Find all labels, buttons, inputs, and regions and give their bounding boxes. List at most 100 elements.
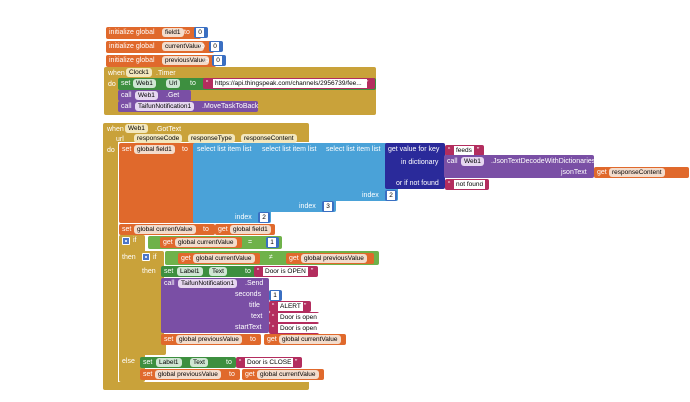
global-var-dropdown[interactable]: global previousValue bbox=[301, 254, 367, 263]
set-keyword: set bbox=[164, 336, 174, 343]
notification-component-dropdown[interactable]: TaifunNotification1 bbox=[135, 102, 195, 111]
compare-number-block[interactable]: 1 bbox=[266, 237, 279, 248]
to-label: to bbox=[203, 57, 209, 64]
number-block[interactable]: 0 bbox=[212, 55, 226, 66]
web-component-dropdown[interactable]: Web1 bbox=[135, 91, 158, 100]
global-name-field[interactable]: previousValue bbox=[162, 56, 209, 65]
get-global-current-value-block[interactable]: get global currentValue bbox=[160, 237, 242, 248]
not-found-text-value[interactable]: not found bbox=[454, 180, 486, 189]
start-text-value[interactable]: Door is open bbox=[278, 324, 319, 333]
number-block[interactable]: 0 bbox=[194, 27, 208, 38]
seconds-number-block[interactable]: 1 bbox=[269, 290, 282, 301]
door-open-text-value[interactable]: Door is OPEN bbox=[263, 267, 308, 276]
url-text-value[interactable]: https://api.thingspeak.com/channels/2956… bbox=[213, 79, 367, 88]
text-property-dropdown[interactable]: Text bbox=[209, 267, 227, 276]
then-keyword: then bbox=[142, 268, 156, 275]
alert-title-text-block[interactable]: “ ALERT ” bbox=[269, 301, 311, 312]
door-open-text-block[interactable]: “ Door is OPEN ” bbox=[254, 266, 318, 277]
url-property-dropdown[interactable]: Url bbox=[166, 79, 181, 88]
inner-if-block[interactable]: if then bbox=[140, 251, 164, 355]
global-var-dropdown[interactable]: global field1 bbox=[134, 145, 175, 154]
door-close-text-block[interactable]: “ Door is CLOSE ” bbox=[236, 357, 302, 368]
call-json-decode-block[interactable]: call Web1 .JsonTextDecodeWithDictionarie… bbox=[444, 155, 595, 178]
param-response-type[interactable]: responseType bbox=[188, 134, 235, 143]
get-global-current-value-block[interactable]: get global currentValue bbox=[178, 253, 260, 264]
start-text-label: startText bbox=[235, 324, 262, 331]
call-notification-move-task-block[interactable]: call TaifunNotification1 .MoveTaskToBack bbox=[118, 101, 258, 112]
set-keyword: set bbox=[143, 371, 153, 378]
get-global-previous-value-block[interactable]: get global previousValue bbox=[286, 253, 374, 264]
global-var-dropdown[interactable]: global currentValue bbox=[175, 238, 237, 247]
web-component-dropdown[interactable]: Web1 bbox=[133, 79, 156, 88]
text-property-dropdown[interactable]: Text bbox=[190, 358, 208, 367]
param-response-content[interactable]: responseContent bbox=[241, 134, 297, 143]
not-found-text-block[interactable]: “ not found ” bbox=[445, 179, 489, 190]
call-keyword: call bbox=[121, 92, 132, 99]
set-global-field1-block[interactable]: set global field1 to bbox=[119, 143, 196, 223]
notification-text-value[interactable]: Door is open bbox=[278, 313, 319, 322]
else-set-label-text-block[interactable]: set Label1 Text to bbox=[140, 357, 236, 368]
call-notification-send-block[interactable]: call TaifunNotification1 .Send seconds t… bbox=[161, 278, 269, 333]
param-response-code[interactable]: responseCode bbox=[134, 134, 183, 143]
global-var-dropdown[interactable]: global currentValue bbox=[193, 254, 255, 263]
global-var-dropdown[interactable]: global currentValue bbox=[134, 225, 196, 234]
call-web-get-block[interactable]: call Web1 .Get bbox=[118, 90, 191, 101]
title-text-value[interactable]: ALERT bbox=[278, 302, 303, 311]
to-label: to bbox=[184, 29, 190, 36]
key-text-block[interactable]: “ feeds ” bbox=[445, 145, 484, 156]
response-content-dropdown[interactable]: responseContent bbox=[609, 168, 665, 177]
label-component-dropdown[interactable]: Label1 bbox=[177, 267, 203, 276]
key-text-value[interactable]: feeds bbox=[454, 146, 474, 155]
number-block[interactable]: 0 bbox=[209, 41, 223, 52]
set-global-current-value-block[interactable]: set global currentValue to bbox=[119, 224, 215, 235]
to-label: to bbox=[250, 336, 256, 343]
get-global-field1-block[interactable]: get global field1 bbox=[215, 224, 275, 235]
label-component-dropdown[interactable]: Label1 bbox=[156, 358, 182, 367]
inner-if-bottom bbox=[140, 345, 166, 355]
if-keyword: if bbox=[133, 237, 137, 244]
index-label: index bbox=[235, 214, 252, 221]
index-number-block[interactable]: 3 bbox=[322, 201, 334, 212]
mutator-gear-icon[interactable] bbox=[142, 253, 150, 261]
url-text-block[interactable]: “ https://api.thingspeak.com/channels/29… bbox=[203, 78, 375, 89]
web-component-dropdown[interactable]: Web1 bbox=[125, 124, 148, 133]
global-var-dropdown[interactable]: global previousValue bbox=[176, 335, 242, 344]
else-keyword: else bbox=[122, 358, 135, 365]
to-label: to bbox=[182, 146, 188, 153]
global-var-dropdown[interactable]: global currentValue bbox=[257, 370, 319, 379]
notification-text-block[interactable]: “ Door is open ” bbox=[269, 312, 319, 323]
global-var-dropdown[interactable]: global currentValue bbox=[279, 335, 341, 344]
get-value-for-key-block[interactable]: get value for key in dictionary or if no… bbox=[385, 143, 445, 189]
init-global-previous-value-block[interactable]: initialize global previousValue to 0 bbox=[106, 55, 226, 67]
get-global-current-value-block[interactable]: get global currentValue bbox=[264, 334, 346, 345]
then-keyword: then bbox=[122, 254, 136, 261]
door-close-text-value[interactable]: Door is CLOSE bbox=[245, 358, 294, 367]
init-global-keyword: initialize global bbox=[109, 43, 155, 50]
index-number-block[interactable]: 2 bbox=[258, 212, 270, 223]
get-global-current-value-block[interactable]: get global currentValue bbox=[242, 369, 324, 380]
else-set-global-previous-value-block[interactable]: set global previousValue to bbox=[140, 369, 240, 380]
clock-component-dropdown[interactable]: Clock1 bbox=[126, 68, 152, 77]
global-name-field[interactable]: currentValue bbox=[162, 42, 205, 51]
get-keyword: get bbox=[181, 255, 191, 262]
web-component-dropdown[interactable]: Web1 bbox=[461, 157, 484, 166]
index-number-block[interactable]: 2 bbox=[385, 190, 397, 201]
global-name-field[interactable]: field1 bbox=[162, 28, 184, 37]
to-label: to bbox=[226, 359, 232, 366]
set-label-text-block[interactable]: set Label1 Text to bbox=[161, 266, 256, 277]
global-var-dropdown[interactable]: global field1 bbox=[230, 225, 271, 234]
equal-operator: = bbox=[248, 239, 253, 246]
if-keyword: if bbox=[153, 254, 157, 261]
init-global-field1-block[interactable]: initialize global field1 to 0 bbox=[106, 27, 208, 39]
notification-component-dropdown[interactable]: TaifunNotification1 bbox=[178, 279, 238, 288]
global-var-dropdown[interactable]: global previousValue bbox=[155, 370, 221, 379]
mutator-gear-icon[interactable] bbox=[122, 237, 130, 245]
get-keyword: get bbox=[245, 371, 255, 378]
not-equal-operator: ≠ bbox=[269, 254, 273, 261]
start-text-block[interactable]: “ Door is open ” bbox=[269, 323, 319, 334]
get-response-content-block[interactable]: get responseContent bbox=[594, 167, 689, 178]
set-keyword: set bbox=[121, 80, 131, 87]
init-global-current-value-block[interactable]: initialize global currentValue to 0 bbox=[106, 41, 223, 53]
set-keyword: set bbox=[164, 268, 174, 275]
set-global-previous-value-block[interactable]: set global previousValue to bbox=[161, 334, 261, 345]
